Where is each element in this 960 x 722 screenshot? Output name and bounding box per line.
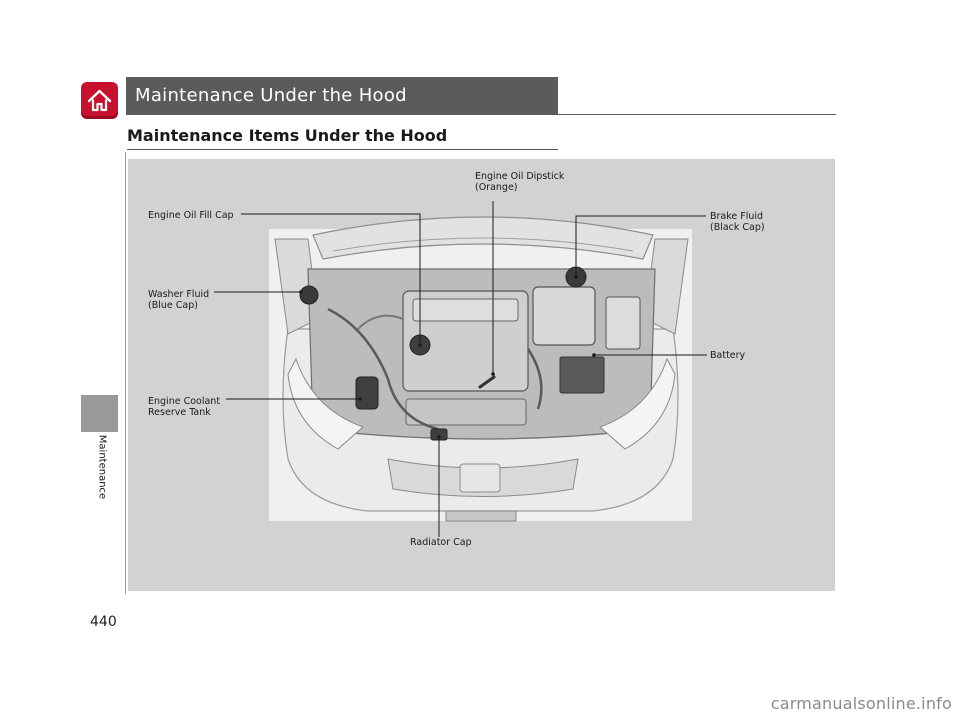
callout-engine-coolant: Engine Coolant Reserve Tank <box>148 396 220 418</box>
subheading-rule <box>127 149 558 150</box>
callout-line: Radiator Cap <box>410 537 472 548</box>
section-title: Maintenance Under the Hood <box>126 77 558 115</box>
callout-line: Brake Fluid <box>710 211 764 222</box>
sidebar-tab-label: Maintenance <box>96 434 108 500</box>
sidebar-tab-maintenance[interactable] <box>81 395 118 432</box>
callout-line: Battery <box>710 350 746 361</box>
callout-line: (Orange) <box>475 182 518 193</box>
engine-bay-figure: Engine Oil Dipstick (Orange) Engine Oil … <box>128 159 835 591</box>
callout-brake-fluid: Brake Fluid (Black Cap) <box>710 211 765 233</box>
callout-radiator-cap: Radiator Cap <box>410 537 472 548</box>
callout-line: Engine Coolant <box>148 396 221 407</box>
home-icon <box>87 89 112 112</box>
callout-washer-fluid: Washer Fluid (Blue Cap) <box>148 289 209 311</box>
callout-line: Reserve Tank <box>148 407 211 418</box>
callout-engine-oil-dipstick: Engine Oil Dipstick (Orange) <box>475 171 564 193</box>
callout-line: (Black Cap) <box>710 222 765 233</box>
callout-line: (Blue Cap) <box>148 300 198 311</box>
page-subheading: Maintenance Items Under the Hood <box>127 126 448 145</box>
section-rule <box>558 114 836 115</box>
callout-line: Washer Fluid <box>148 289 210 300</box>
watermark: carmanualsonline.info <box>770 694 952 713</box>
page-number: 440 <box>90 614 117 630</box>
callout-line: Engine Oil Dipstick <box>475 171 565 182</box>
callout-battery: Battery <box>710 350 745 361</box>
engine-bay-illustration <box>214 201 707 537</box>
sidebar-divider <box>125 152 126 594</box>
callout-engine-oil-fill-cap: Engine Oil Fill Cap <box>148 210 234 221</box>
callout-line: Engine Oil Fill Cap <box>148 210 234 221</box>
home-button[interactable] <box>81 82 118 119</box>
